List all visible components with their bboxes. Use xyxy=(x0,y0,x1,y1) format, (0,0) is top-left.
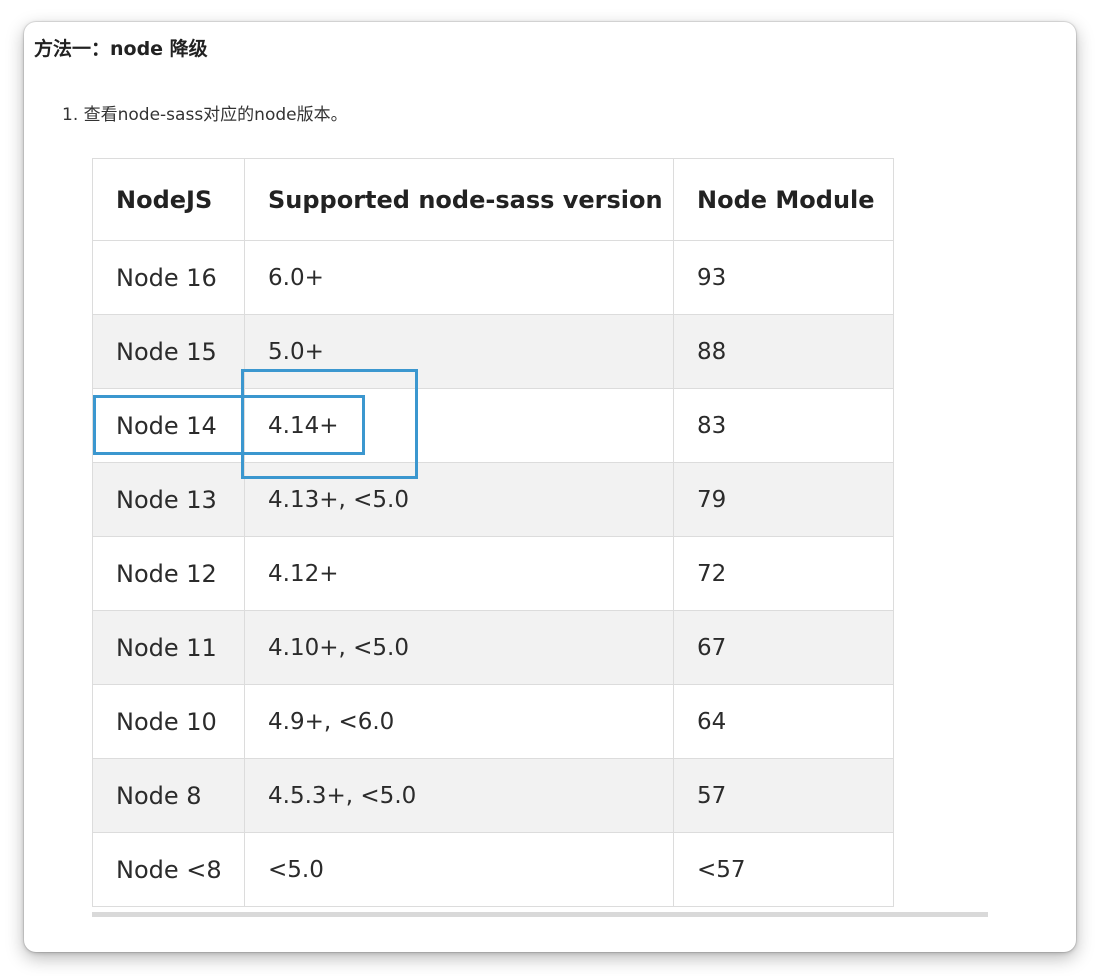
cell-node-module: 79 xyxy=(673,462,894,537)
cell-node-sass-version: 4.10+, <5.0 xyxy=(244,610,674,685)
table-row: Node 16 6.0+ 93 xyxy=(92,240,894,315)
cell-node-sass-version: 4.14+ xyxy=(244,388,674,463)
cell-node-module: 64 xyxy=(673,684,894,759)
cell-nodejs: Node 16 xyxy=(92,240,245,315)
cell-nodejs: Node 14 xyxy=(92,388,245,463)
table-header-row: NodeJS Supported node-sass version Node … xyxy=(92,158,894,241)
node-sass-version-table: NodeJS Supported node-sass version Node … xyxy=(92,158,894,907)
cell-node-sass-version: 4.5.3+, <5.0 xyxy=(244,758,674,833)
cell-node-module: 93 xyxy=(673,240,894,315)
document-window: 方法一：node 降级 1. 查看node-sass对应的node版本。 Nod… xyxy=(24,22,1076,952)
cell-node-module: <57 xyxy=(673,832,894,907)
cell-node-sass-version: 4.12+ xyxy=(244,536,674,611)
cell-node-module: 88 xyxy=(673,314,894,389)
table-row: Node 13 4.13+, <5.0 79 xyxy=(92,462,894,537)
cell-nodejs: Node 12 xyxy=(92,536,245,611)
header-node-sass-version: Supported node-sass version xyxy=(244,158,674,241)
table-row: Node 15 5.0+ 88 xyxy=(92,314,894,389)
cell-nodejs: Node 15 xyxy=(92,314,245,389)
cell-node-sass-version: <5.0 xyxy=(244,832,674,907)
header-node-module: Node Module xyxy=(673,158,894,241)
cell-node-module: 72 xyxy=(673,536,894,611)
cell-node-sass-version: 4.9+, <6.0 xyxy=(244,684,674,759)
cell-node-sass-version: 6.0+ xyxy=(244,240,674,315)
step-1-text: 1. 查看node-sass对应的node版本。 xyxy=(62,105,348,125)
version-table-wrapper: NodeJS Supported node-sass version Node … xyxy=(92,158,894,907)
header-nodejs: NodeJS xyxy=(92,158,245,241)
cell-node-sass-version: 4.13+, <5.0 xyxy=(244,462,674,537)
cell-nodejs: Node <8 xyxy=(92,832,245,907)
section-heading: 方法一：node 降级 xyxy=(34,38,208,60)
cell-nodejs: Node 13 xyxy=(92,462,245,537)
table-row: Node <8 <5.0 <57 xyxy=(92,832,894,907)
cell-node-module: 83 xyxy=(673,388,894,463)
cell-node-sass-version: 5.0+ xyxy=(244,314,674,389)
table-row: Node 11 4.10+, <5.0 67 xyxy=(92,610,894,685)
cell-node-module: 67 xyxy=(673,610,894,685)
cell-node-module: 57 xyxy=(673,758,894,833)
table-row: Node 10 4.9+, <6.0 64 xyxy=(92,684,894,759)
cell-nodejs: Node 10 xyxy=(92,684,245,759)
table-bottom-scroll-rule xyxy=(92,912,988,917)
table-row-highlighted: Node 14 4.14+ 83 xyxy=(92,388,894,463)
cell-nodejs: Node 11 xyxy=(92,610,245,685)
cell-nodejs: Node 8 xyxy=(92,758,245,833)
table-row: Node 12 4.12+ 72 xyxy=(92,536,894,611)
table-row: Node 8 4.5.3+, <5.0 57 xyxy=(92,758,894,833)
